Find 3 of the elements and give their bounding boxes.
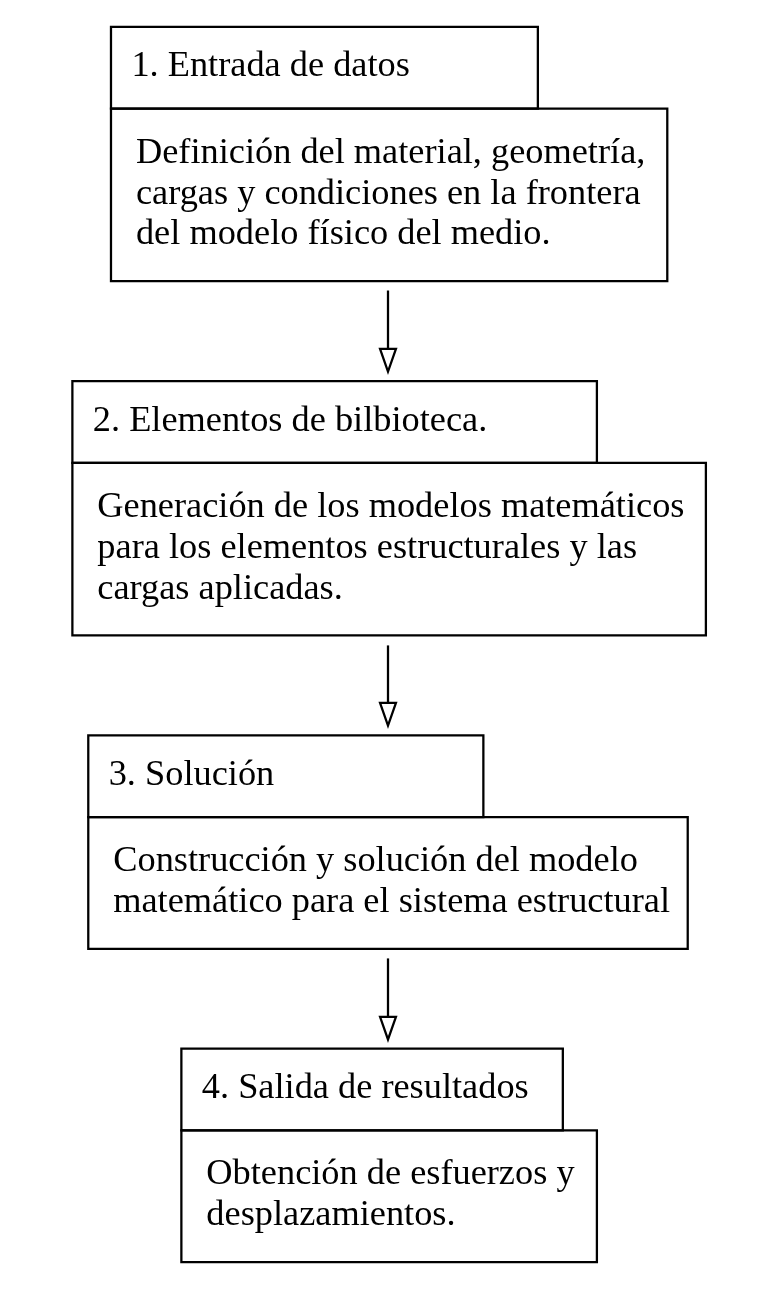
arrow [377, 290, 398, 375]
arrow [377, 958, 398, 1043]
arrow [377, 645, 398, 730]
